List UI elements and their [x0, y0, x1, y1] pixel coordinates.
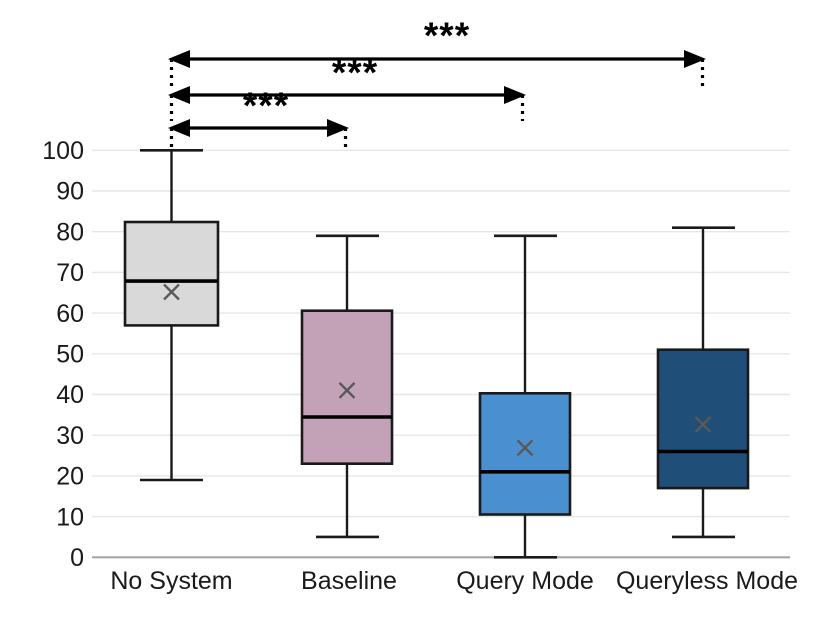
box-no-system[interactable] [123, 149, 220, 482]
mean-marker-x-icon [694, 416, 712, 433]
box-baseline[interactable] [300, 234, 394, 539]
y-tick-70: 70 [56, 259, 84, 287]
arrow-left-icon [168, 50, 190, 68]
mean-marker-x-icon [163, 283, 180, 301]
y-tick-60: 60 [56, 300, 84, 328]
arrow-right-icon [684, 50, 706, 68]
arrow-right-icon [504, 86, 526, 104]
arrow-left-icon [168, 119, 190, 137]
category-label-queryless-mode: Queryless Mode [616, 567, 798, 595]
box-query-mode[interactable] [478, 234, 572, 559]
arrow-left-icon [168, 86, 190, 104]
significance-label: *** [424, 15, 470, 56]
significance-bracket-no-system-baseline: *** [168, 85, 349, 152]
y-tick-0: 0 [70, 544, 84, 572]
box-body [478, 391, 572, 516]
category-label-baseline: Baseline [301, 567, 397, 595]
y-tick-20: 20 [56, 463, 84, 491]
y-tick-90: 90 [56, 178, 84, 206]
y-axis-tick-labels: 100 90 80 70 60 50 40 30 20 10 0 [42, 137, 84, 572]
significance-label: *** [332, 52, 378, 93]
mean-marker-x-icon [516, 439, 534, 457]
significance-label: *** [243, 85, 289, 126]
mean-marker-x-icon [338, 382, 356, 399]
category-label-no-system: No System [110, 567, 232, 595]
box-body [300, 309, 394, 466]
box-body [656, 348, 750, 490]
y-tick-40: 40 [56, 381, 84, 409]
y-tick-30: 30 [56, 422, 84, 450]
box-body [123, 220, 220, 327]
y-tick-50: 50 [56, 341, 84, 369]
box-queryless-mode[interactable] [656, 226, 750, 539]
y-tick-10: 10 [56, 503, 84, 531]
significance-bracket-no-system-query-mode: *** [168, 52, 526, 121]
y-tick-80: 80 [56, 218, 84, 246]
category-label-query-mode: Query Mode [456, 567, 594, 595]
significance-bracket-no-system-queryless-mode: *** [168, 15, 706, 86]
x-axis-category-labels: No System Baseline Query Mode Queryless … [110, 567, 798, 595]
y-tick-100: 100 [42, 137, 84, 165]
arrow-right-icon [327, 119, 349, 137]
